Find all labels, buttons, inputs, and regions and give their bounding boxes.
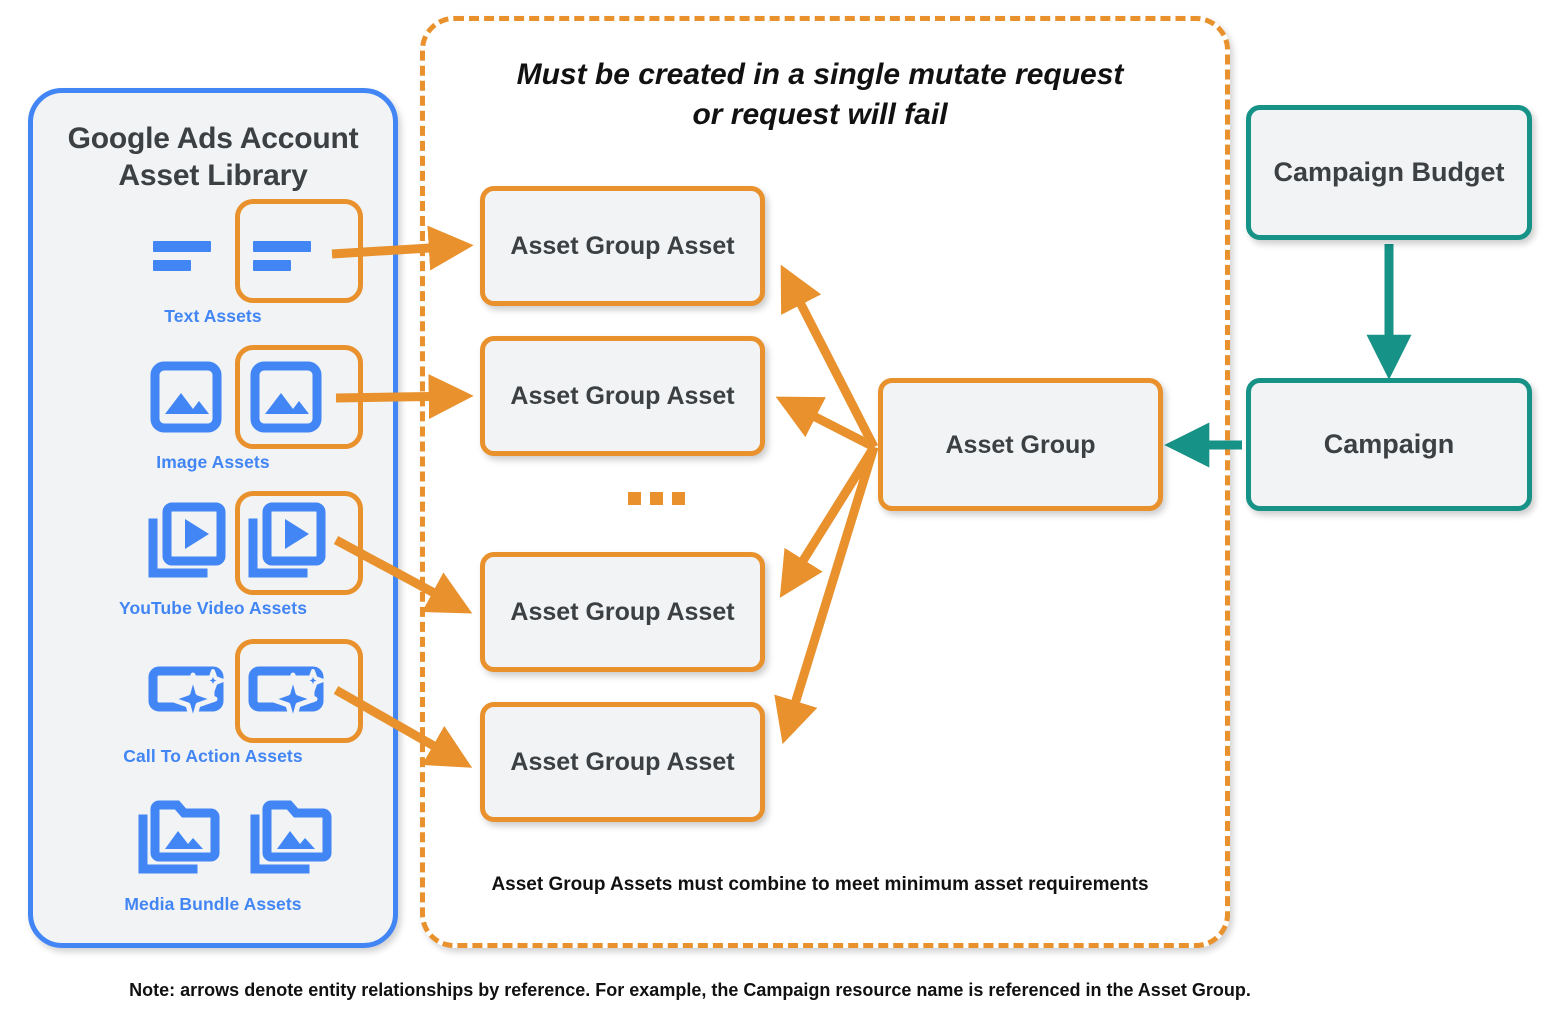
asset-label-cta: Call To Action Assets	[123, 746, 303, 766]
asset-row-media-bundle[interactable]: Media Bundle Assets	[33, 793, 393, 915]
asset-library-title-line1: Google Ads Account	[67, 122, 359, 155]
mutate-request-note: Must be created in a single mutate reque…	[440, 55, 1200, 135]
footer-note: Note: arrows denote entity relationships…	[129, 980, 1251, 1000]
asset-group-asset-label: Asset Group Asset	[510, 598, 735, 626]
asset-library-panel: Google Ads Account Asset Library	[28, 88, 398, 948]
asset-row-text[interactable]: Text Assets	[33, 199, 393, 327]
asset-label-video: YouTube Video Assets	[118, 598, 308, 618]
call-to-action-icon	[239, 645, 331, 737]
media-bundle-asset-icon	[245, 793, 337, 885]
video-asset-icon	[239, 497, 331, 589]
asset-row-video[interactable]: YouTube Video Assets	[33, 491, 393, 619]
image-asset-icon	[239, 351, 331, 443]
selected-asset-highlight	[235, 491, 363, 595]
mutate-request-note-line2: or request will fail	[692, 97, 948, 131]
campaign-budget-box[interactable]: Campaign Budget	[1246, 105, 1532, 240]
selected-asset-highlight	[235, 639, 363, 743]
campaign-budget-label: Campaign Budget	[1273, 157, 1505, 188]
asset-group-asset-box-4[interactable]: Asset Group Asset	[480, 702, 765, 822]
text-asset-icon	[239, 205, 331, 297]
asset-library-title-line2: Asset Library	[118, 158, 308, 192]
asset-group-asset-box-3[interactable]: Asset Group Asset	[480, 552, 765, 672]
asset-row-image[interactable]: Image Assets	[33, 345, 393, 473]
minimum-asset-requirements-note: Asset Group Assets must combine to meet …	[491, 874, 1149, 895]
asset-group-asset-box-1[interactable]: Asset Group Asset	[480, 186, 765, 306]
asset-label-media-bundle: Media Bundle Assets	[124, 894, 302, 914]
text-asset-icon	[141, 205, 233, 297]
selected-asset-highlight	[235, 345, 363, 449]
mutate-request-note-line1: Must be created in a single mutate reque…	[516, 58, 1124, 91]
asset-group-box[interactable]: Asset Group	[878, 378, 1163, 511]
asset-group-label: Asset Group	[945, 430, 1096, 459]
video-asset-icon	[141, 497, 233, 589]
asset-group-asset-label: Asset Group Asset	[510, 232, 735, 260]
campaign-box[interactable]: Campaign	[1246, 378, 1532, 511]
asset-group-asset-label: Asset Group Asset	[510, 748, 735, 776]
ellipsis-icon	[628, 492, 685, 505]
asset-row-cta[interactable]: Call To Action Assets	[33, 639, 393, 767]
asset-group-asset-box-2[interactable]: Asset Group Asset	[480, 336, 765, 456]
campaign-label: Campaign	[1323, 429, 1455, 460]
call-to-action-icon	[141, 645, 233, 737]
asset-label-image: Image Assets	[156, 452, 270, 472]
selected-asset-highlight	[235, 199, 363, 303]
media-bundle-asset-icon	[133, 793, 225, 885]
asset-group-asset-label: Asset Group Asset	[510, 382, 735, 410]
asset-label-text: Text Assets	[164, 306, 262, 326]
asset-library-title: Google Ads Account Asset Library	[33, 121, 393, 195]
image-asset-icon	[141, 351, 233, 443]
